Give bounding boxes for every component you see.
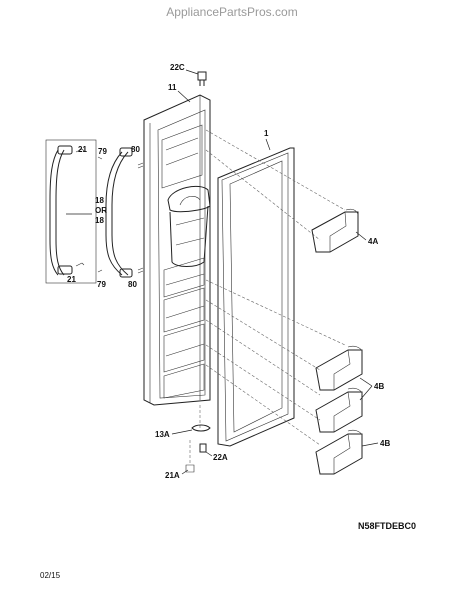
bin-4b-middle [315, 387, 363, 433]
callout-21-top: 21 [78, 145, 87, 154]
part-21a [185, 464, 195, 473]
screw-21-top [75, 148, 85, 153]
callout-21a: 21A [165, 471, 180, 480]
screw-79-bottom [97, 269, 103, 273]
handle-18-outer [97, 147, 144, 278]
leader-lines [171, 69, 379, 475]
handle-18-inner [49, 149, 59, 276]
model-code: N58FTDEBC0 [358, 521, 416, 531]
callout-18: 18 [95, 196, 104, 205]
handle-assembly [45, 139, 97, 284]
callout-79-bottom: 79 [97, 280, 106, 289]
screw-80-top [137, 162, 144, 169]
callout-79-top: 79 [98, 147, 107, 156]
bin-4b-lower [315, 429, 363, 475]
screw-21-bottom [75, 262, 85, 267]
callout-80-top: 80 [131, 145, 140, 154]
bin-4a [311, 208, 359, 253]
callout-80-bottom: 80 [128, 280, 137, 289]
callout-11: 11 [168, 83, 177, 92]
hinge-13a [191, 424, 211, 432]
callout-1: 1 [264, 129, 269, 138]
callout-4a: 4A [368, 237, 378, 246]
screw-80-bottom [137, 267, 144, 274]
callout-21-bottom: 21 [67, 275, 76, 284]
projection-lines [205, 129, 346, 446]
handle-box [45, 139, 97, 284]
part-22a [199, 443, 207, 453]
callout-4b-bottom: 4B [380, 439, 390, 448]
callout-or: OR [95, 206, 107, 215]
dispenser-top [167, 185, 211, 213]
callout-13a: 13A [155, 430, 170, 439]
bin-4b-upper [315, 345, 363, 391]
date-code: 02/15 [40, 571, 61, 580]
hinge-cap-22c [197, 71, 207, 86]
door-assembly [143, 71, 211, 473]
screw-79-top [97, 156, 103, 160]
callout-4b-top: 4B [374, 382, 384, 391]
callout-22a: 22A [213, 453, 228, 462]
callout-22c: 22C [170, 63, 185, 72]
callout-18b: 18 [95, 216, 104, 225]
door-gasket [217, 147, 295, 447]
watermark-text: AppliancePartsPros.com [166, 5, 297, 19]
